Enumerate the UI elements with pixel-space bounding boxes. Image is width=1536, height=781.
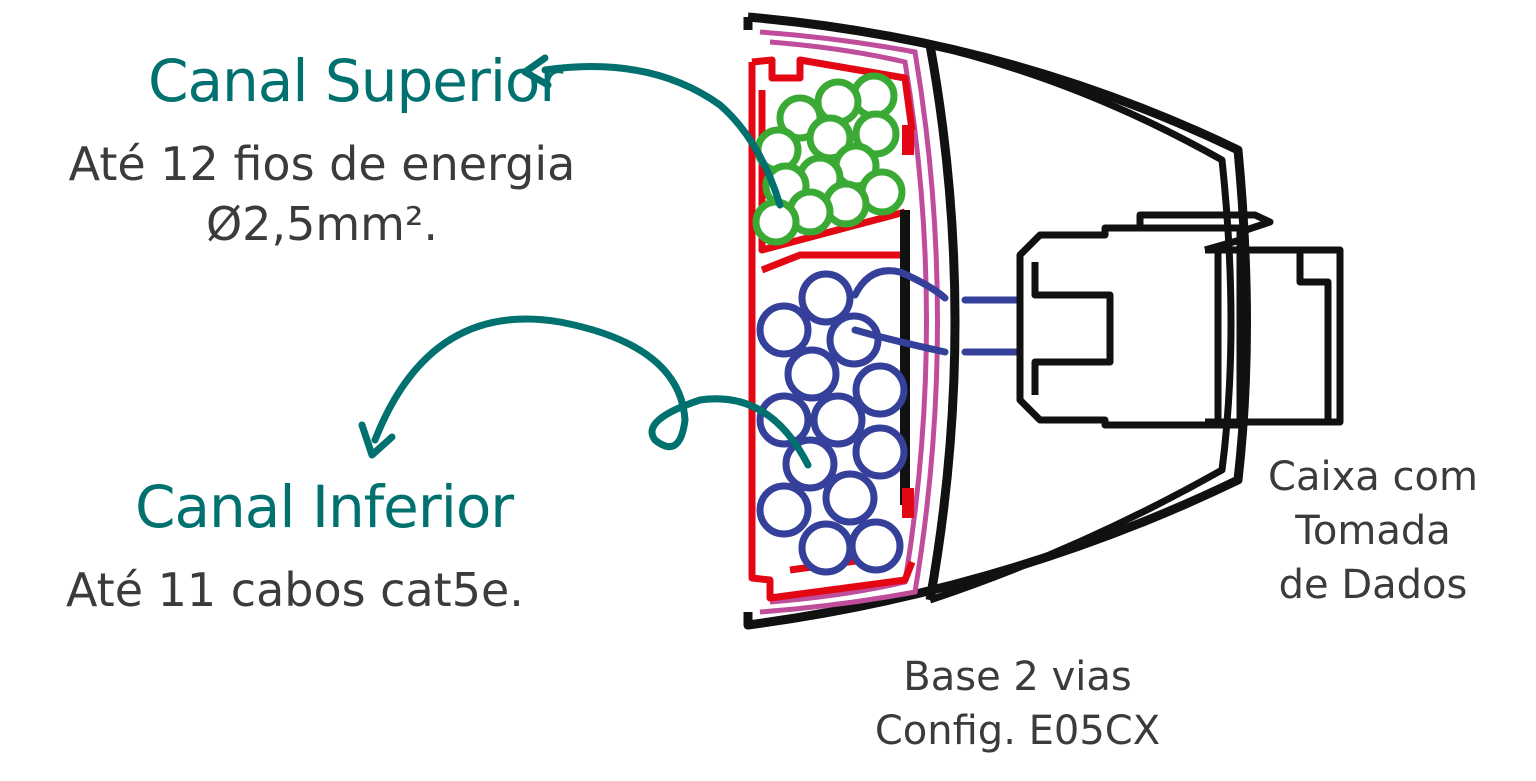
data-cable-5 (852, 362, 908, 418)
base-caption: Base 2 vias Config. E05CX (855, 650, 1180, 758)
lower-channel-description: Até 11 cabos cat5e. (66, 563, 524, 617)
data-cable-7 (756, 392, 812, 448)
upper-arrowhead (521, 54, 552, 89)
housing-outline (743, 12, 1251, 630)
upper-channel-title: Canal Superior (148, 47, 563, 115)
data-cable-6 (810, 392, 866, 448)
data-cable-8 (852, 424, 908, 480)
data-cable-1 (798, 270, 854, 326)
lower-arrowhead (358, 421, 396, 459)
upper-channel-description: Até 12 fios de energia Ø2,5mm². (66, 134, 578, 254)
lower-pointer-arrow (371, 315, 812, 469)
channel-divider (900, 125, 914, 518)
upper-channel-desc-line2: Ø2,5mm². (205, 197, 439, 251)
data-cable-13 (798, 520, 854, 576)
data-cable-2 (756, 302, 812, 358)
data-cable-12 (848, 518, 904, 574)
lower-channel-title: Canal Inferior (135, 473, 514, 541)
data-cables-group (756, 270, 908, 576)
base-caption-line2: Config. E05CX (874, 708, 1161, 754)
cable-leads (851, 267, 1024, 356)
pointer-arrows (358, 54, 812, 469)
power-wires-group (752, 72, 906, 246)
socket-box-line1: Caixa com (1268, 454, 1478, 500)
base-caption-line1: Base 2 vias (903, 654, 1132, 700)
data-cable-3 (826, 312, 882, 368)
socket-box-line3: de Dados (1278, 562, 1468, 608)
inner-lining (759, 29, 940, 615)
power-wire-13 (752, 198, 800, 246)
socket-box-caption: Caixa com Tomada de Dados (1262, 450, 1484, 612)
upper-pointer-arrow (541, 63, 784, 209)
data-cable-11 (756, 482, 812, 538)
data-socket-drawing (1016, 211, 1344, 429)
upper-channel-desc-line1: Até 12 fios de energia (68, 137, 576, 191)
data-cable-10 (822, 470, 878, 526)
socket-box-line2: Tomada (1295, 508, 1451, 554)
data-cable-4 (784, 346, 840, 402)
